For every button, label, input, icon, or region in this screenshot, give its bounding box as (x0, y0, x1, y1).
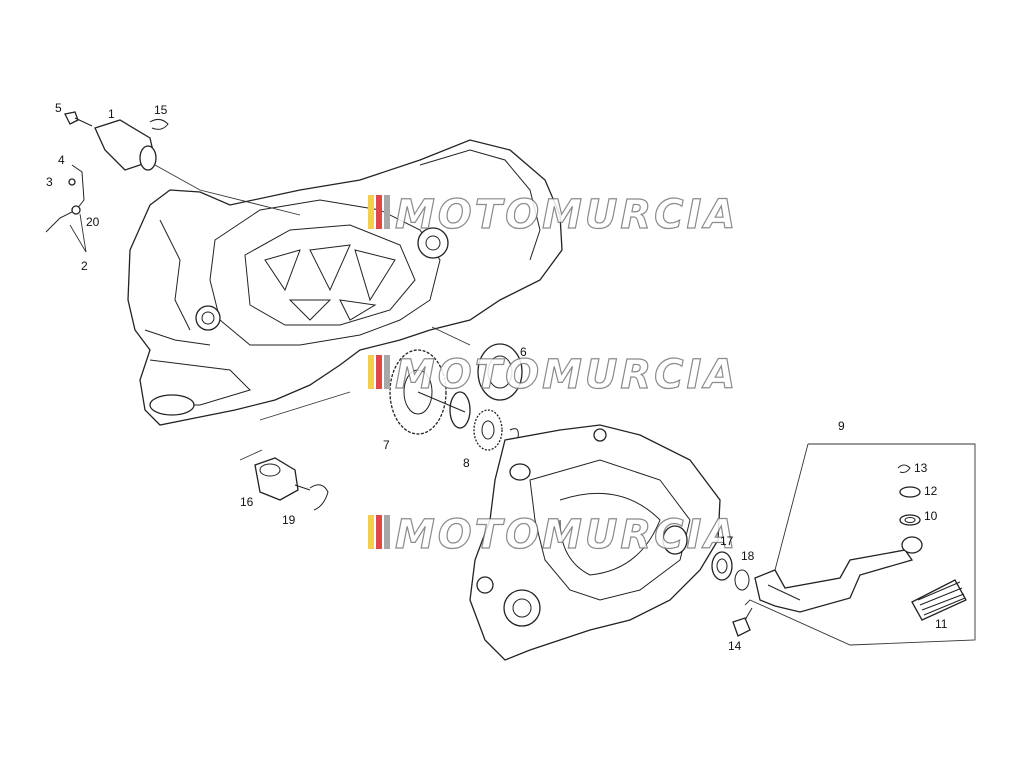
callout-14: 14 (728, 639, 742, 653)
starter-bendix-16 (239, 449, 311, 501)
callout-11: 11 (935, 617, 948, 631)
callout-16: 16 (240, 495, 254, 509)
clip-13 (897, 464, 911, 473)
bolt-14 (732, 607, 753, 637)
transmission-cover (469, 424, 721, 661)
callout-7: 7 (383, 438, 390, 452)
clip-19 (309, 484, 329, 511)
clip-15 (149, 118, 169, 130)
callout-12: 12 (924, 484, 938, 498)
svg-text:MOTOMURCIA: MOTOMURCIA (395, 512, 738, 558)
watermark-middle: MOTOMURCIA (368, 351, 738, 399)
washer-17 (711, 551, 733, 581)
callout-5: 5 (55, 101, 62, 115)
crankcase (127, 139, 563, 426)
watermark-top: MOTOMURCIA (368, 191, 738, 239)
svg-text:MOTOMURCIA: MOTOMURCIA (395, 192, 738, 238)
callout-4: 4 (58, 153, 65, 167)
kick-lever-9 (744, 443, 976, 646)
callout-13: 13 (914, 461, 928, 475)
callout-6: 6 (520, 345, 527, 359)
callout-3: 3 (46, 175, 53, 189)
pinion-8 (473, 409, 519, 451)
callout-10: 10 (924, 509, 938, 523)
callout-2: 2 (81, 259, 88, 273)
callouts: 1 2 3 4 5 6 7 8 9 10 11 12 13 14 15 16 1… (46, 101, 948, 653)
starter-motor (94, 119, 301, 216)
svg-text:MOTOMURCIA: MOTOMURCIA (395, 352, 738, 398)
wire-harness-2 (45, 164, 87, 253)
callout-15: 15 (154, 103, 168, 117)
watermark-bottom: MOTOMURCIA (368, 511, 738, 559)
sprocket-6 (431, 326, 523, 401)
callout-9: 9 (838, 419, 845, 433)
starter-gear-7 (259, 349, 471, 435)
callout-20: 20 (86, 215, 100, 229)
washer-12 (899, 486, 921, 498)
callout-1: 1 (108, 107, 115, 121)
watermark: MOTOMURCIA MOTOMURCIA MOTOMURCIA (368, 191, 738, 559)
circlip-18 (734, 569, 750, 591)
spring-11 (911, 579, 967, 621)
callout-8: 8 (463, 456, 470, 470)
washer-10 (899, 514, 921, 526)
callout-19: 19 (282, 513, 296, 527)
bolt-5 (64, 111, 93, 127)
callout-17: 17 (720, 534, 734, 548)
callout-18: 18 (741, 549, 755, 563)
